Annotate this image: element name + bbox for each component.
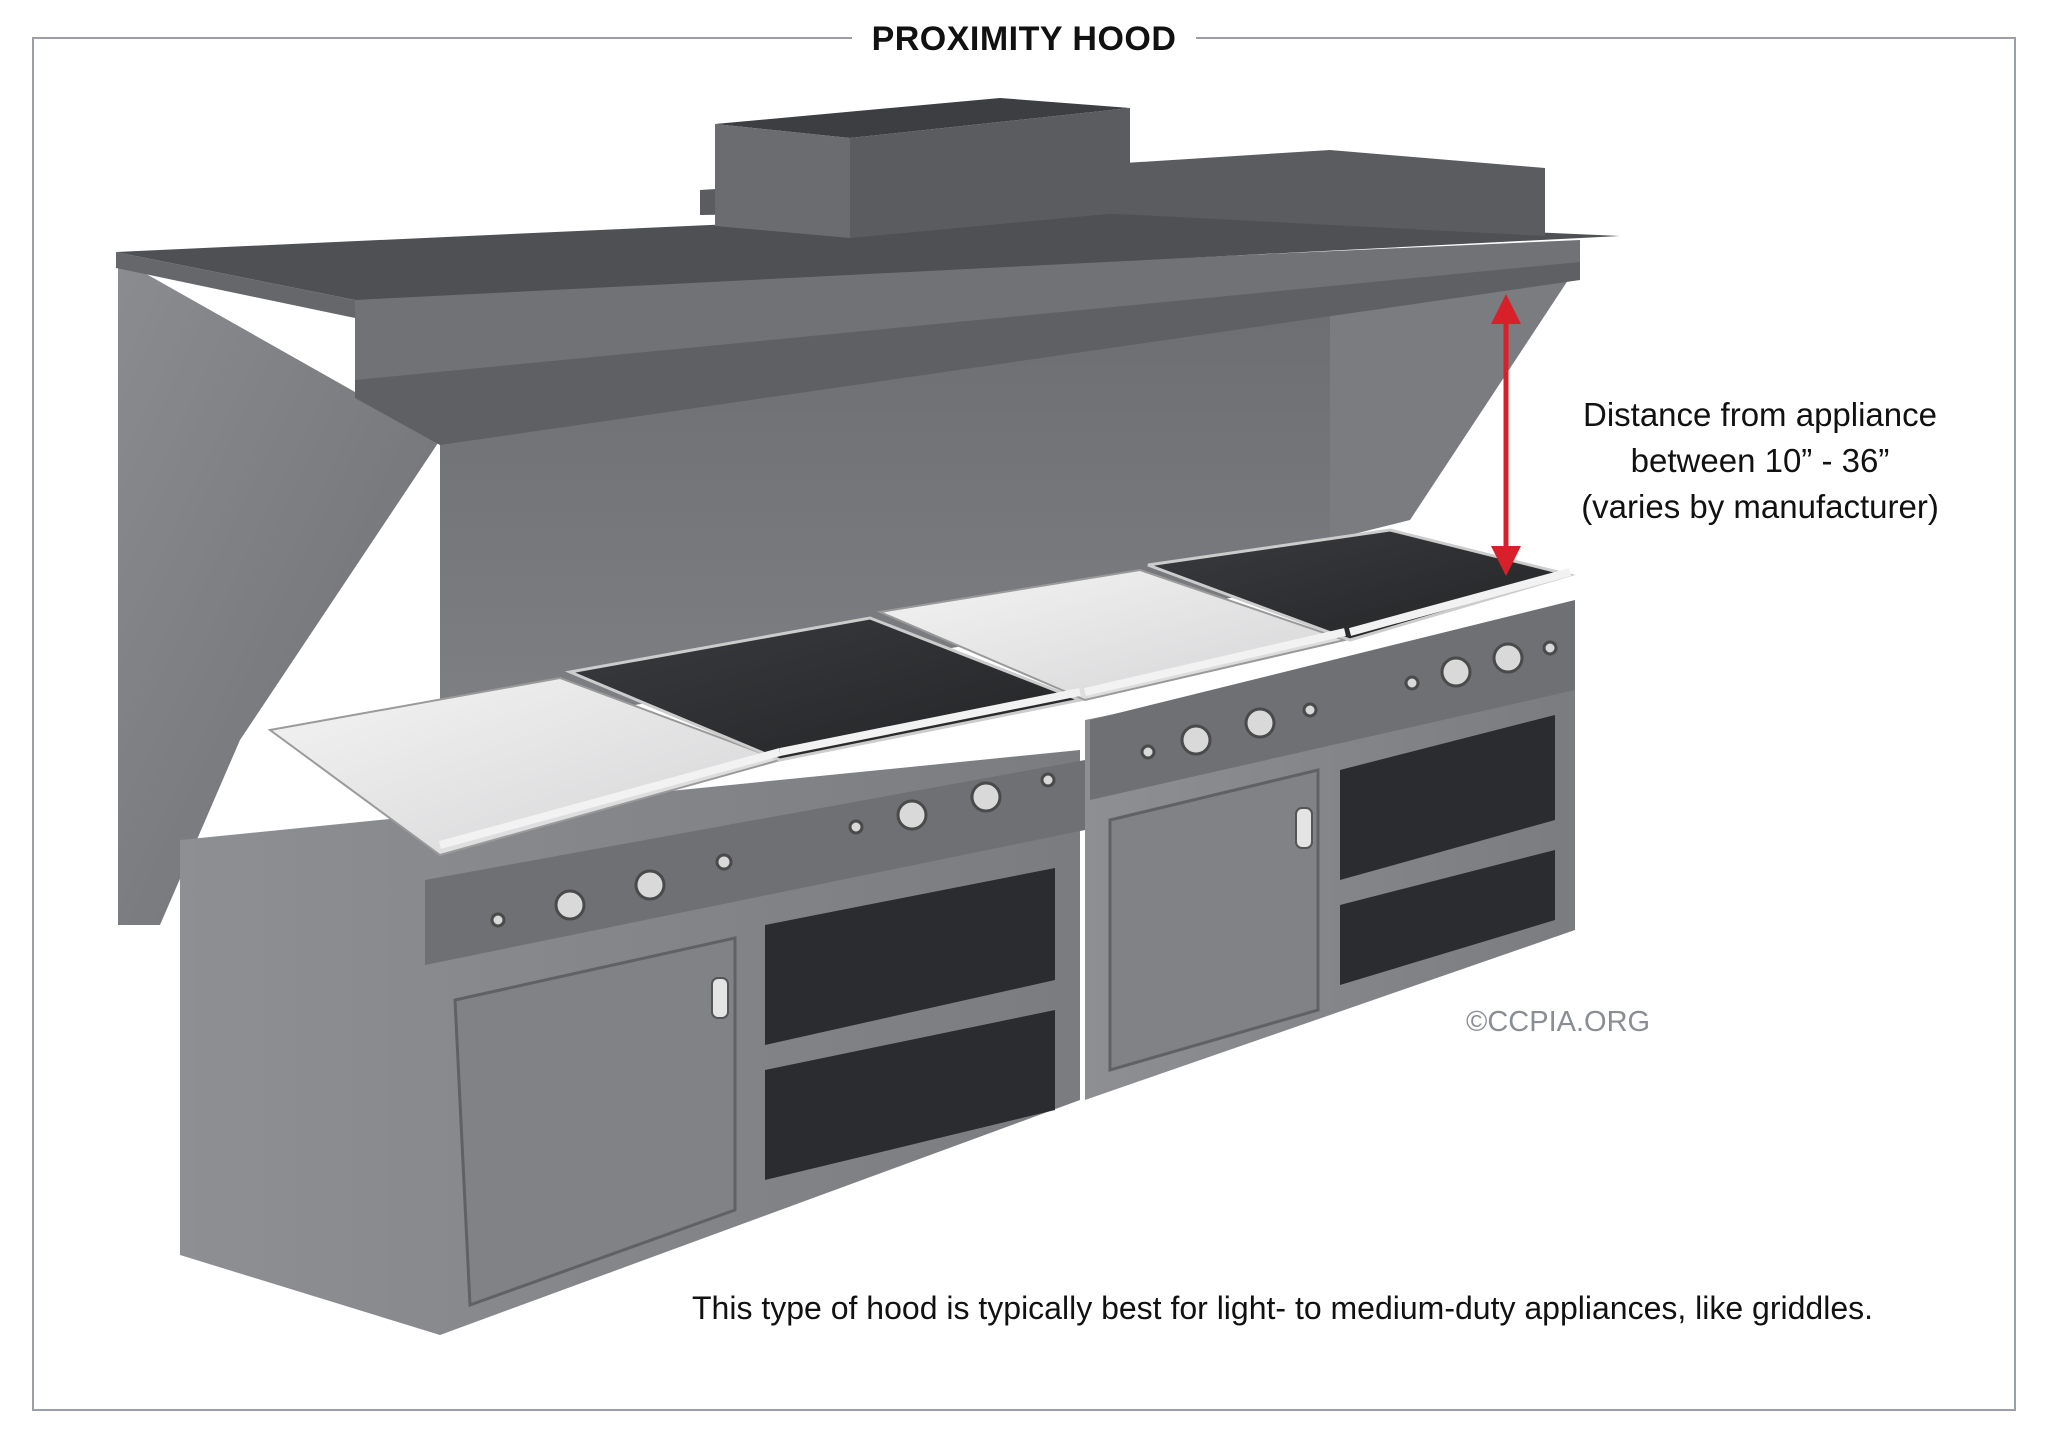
left-shelf-upper (765, 868, 1055, 1045)
hood-top-edge (116, 252, 355, 318)
control-knobs (490, 640, 1558, 928)
griddle-2 (876, 568, 1349, 702)
hood-top (116, 210, 1620, 300)
copyright-watermark: ©CCPIA.ORG (1466, 1006, 1651, 1038)
front-rail-1 (438, 748, 782, 849)
diagram-title-wrap: PROXIMITY HOOD (0, 20, 2048, 59)
diagram-title: PROXIMITY HOOD (851, 20, 1197, 59)
annotation-line-2: between 10” - 36” (1630, 442, 1890, 479)
annotation-line-1: Distance from appliance (1582, 396, 1937, 433)
diagram-caption: This type of hood is typically best for … (692, 1290, 1873, 1326)
front-rail-2 (779, 688, 1081, 756)
left-door-handle (711, 977, 729, 1019)
exhaust-duct-top (715, 98, 1130, 138)
right-cabinet-door (1108, 768, 1320, 1072)
exhaust-duct-front (715, 124, 850, 238)
distance-annotation: Distance from appliance between 10” - 36… (1490, 392, 2030, 530)
right-control-panel (1090, 600, 1575, 800)
right-shelf-upper (1340, 715, 1555, 880)
front-rail-4 (1348, 568, 1572, 636)
charbroiler-1 (564, 616, 1086, 762)
right-shelf-lower (1340, 850, 1555, 985)
hood-front-lip (355, 262, 1580, 445)
right-door-handle (1295, 807, 1313, 849)
exhaust-duct-side (850, 108, 1130, 238)
annotation-line-3: (varies by manufacturer) (1581, 488, 1939, 525)
left-cabinet-door (453, 936, 737, 1308)
front-rail-3 (1084, 628, 1346, 696)
left-shelf-lower (765, 1010, 1055, 1180)
hood-left-side (118, 258, 440, 925)
